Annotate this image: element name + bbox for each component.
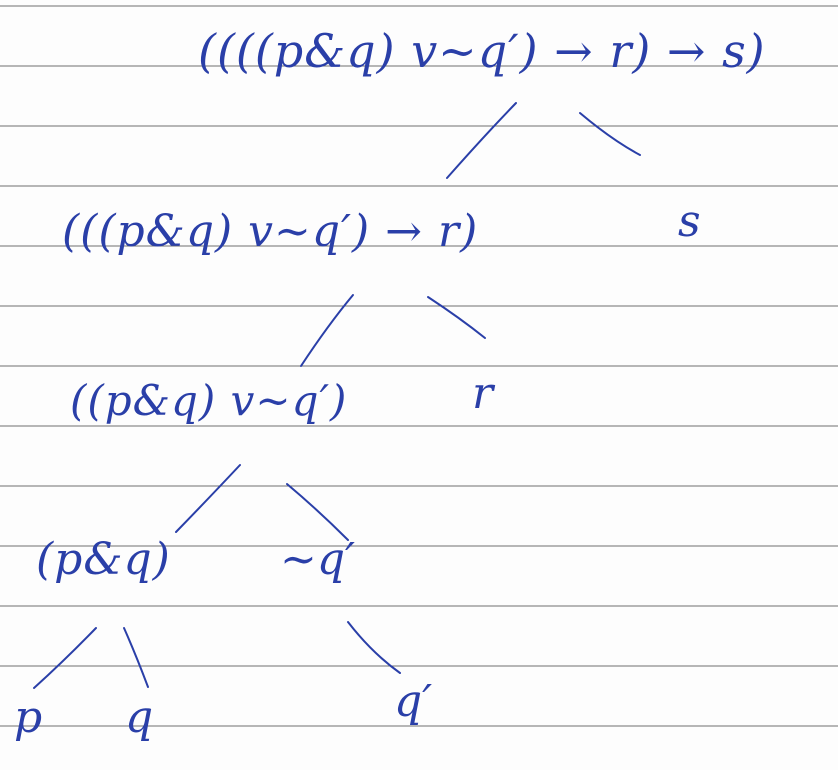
root-formula: ((((p&q) v~q′) → r) → s) [198,24,766,78]
edge-pq-to-p [33,627,97,689]
atom-s: s [678,196,701,247]
edge-pq-to-q [123,627,149,688]
edge-level1-to-level2 [300,294,354,367]
edge-level2-to-notq [286,483,349,541]
edge-root-to-s [579,112,641,156]
subformula-negation: ~q′ [280,534,356,585]
atom-p: p [14,692,43,743]
subformula-implies-r: (((p&q) v~q′) → r) [62,206,479,257]
atom-q-prime: q′ [394,676,433,727]
edge-notq-to-qprime [347,621,401,674]
atom-q: q [125,692,154,743]
edge-level1-to-r [427,296,486,339]
subformula-conjunction: (p&q) [36,534,171,585]
subformula-disjunction: ((p&q) v~q′) [70,376,348,425]
edge-level2-to-pq [175,464,241,533]
edge-root-to-level1 [446,102,517,179]
atom-r: r [472,368,494,419]
